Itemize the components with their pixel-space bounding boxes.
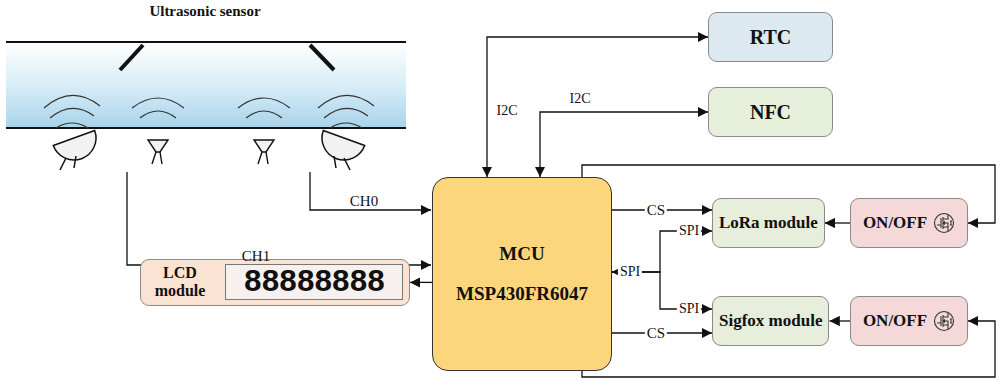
connector xyxy=(825,222,850,223)
node-text: Sigfox module xyxy=(719,311,822,331)
fluid xyxy=(6,43,406,127)
mosfet-symbol xyxy=(933,310,955,332)
edge-label: SPI xyxy=(677,301,701,316)
node-text: RTC xyxy=(750,26,792,49)
lcd-box: LCD module 88888888 xyxy=(140,259,410,306)
connector xyxy=(829,320,850,321)
ch0-wire xyxy=(310,172,431,210)
switch-box: ON/OFF xyxy=(850,198,968,248)
switch-box: ON/OFF xyxy=(850,296,968,346)
bus-label: SPI xyxy=(618,264,642,279)
node-text: LCD module xyxy=(147,264,213,301)
pipe-wall xyxy=(6,41,406,43)
reflector xyxy=(120,45,143,70)
connector xyxy=(410,282,432,283)
mcu-box: MCU MSP430FR6047 xyxy=(432,177,612,371)
channel-label: CH1 xyxy=(242,248,270,265)
node-text: ON/OFF xyxy=(863,311,927,331)
lcd-display: 88888888 xyxy=(225,264,403,300)
node-text: NFC xyxy=(750,101,791,124)
node-text: LoRa module xyxy=(719,213,818,233)
edge-label: SPI xyxy=(677,223,701,238)
channel-label: CH0 xyxy=(350,193,378,210)
mosfet-symbol xyxy=(933,212,955,234)
lora-box: LoRa module xyxy=(712,198,825,248)
node-text: ON/OFF xyxy=(863,213,927,233)
ch1-wire xyxy=(127,172,431,265)
transducer-large xyxy=(53,130,102,170)
lcd-digits: 88888888 xyxy=(244,267,385,298)
rtc-box: RTC xyxy=(708,12,833,62)
connector xyxy=(540,112,708,177)
nfc-box: NFC xyxy=(708,87,833,137)
transducer-small xyxy=(254,140,274,164)
illustration-title: Ultrasonic sensor xyxy=(149,3,260,20)
connector xyxy=(487,37,708,177)
sigfox-box: Sigfox module xyxy=(712,296,829,346)
sound-waves xyxy=(44,95,374,128)
node-text: MSP430FR6047 xyxy=(456,283,588,305)
edge-label: CS xyxy=(645,202,667,219)
reflector xyxy=(310,45,334,70)
transducer-small xyxy=(148,140,168,164)
transducer-large xyxy=(316,130,365,170)
pipe-wall xyxy=(6,127,406,129)
edge-label: I2C xyxy=(570,91,591,106)
edge-label: I2C xyxy=(497,103,518,118)
edge-label: CS xyxy=(645,325,667,342)
node-text: MCU xyxy=(499,243,544,265)
